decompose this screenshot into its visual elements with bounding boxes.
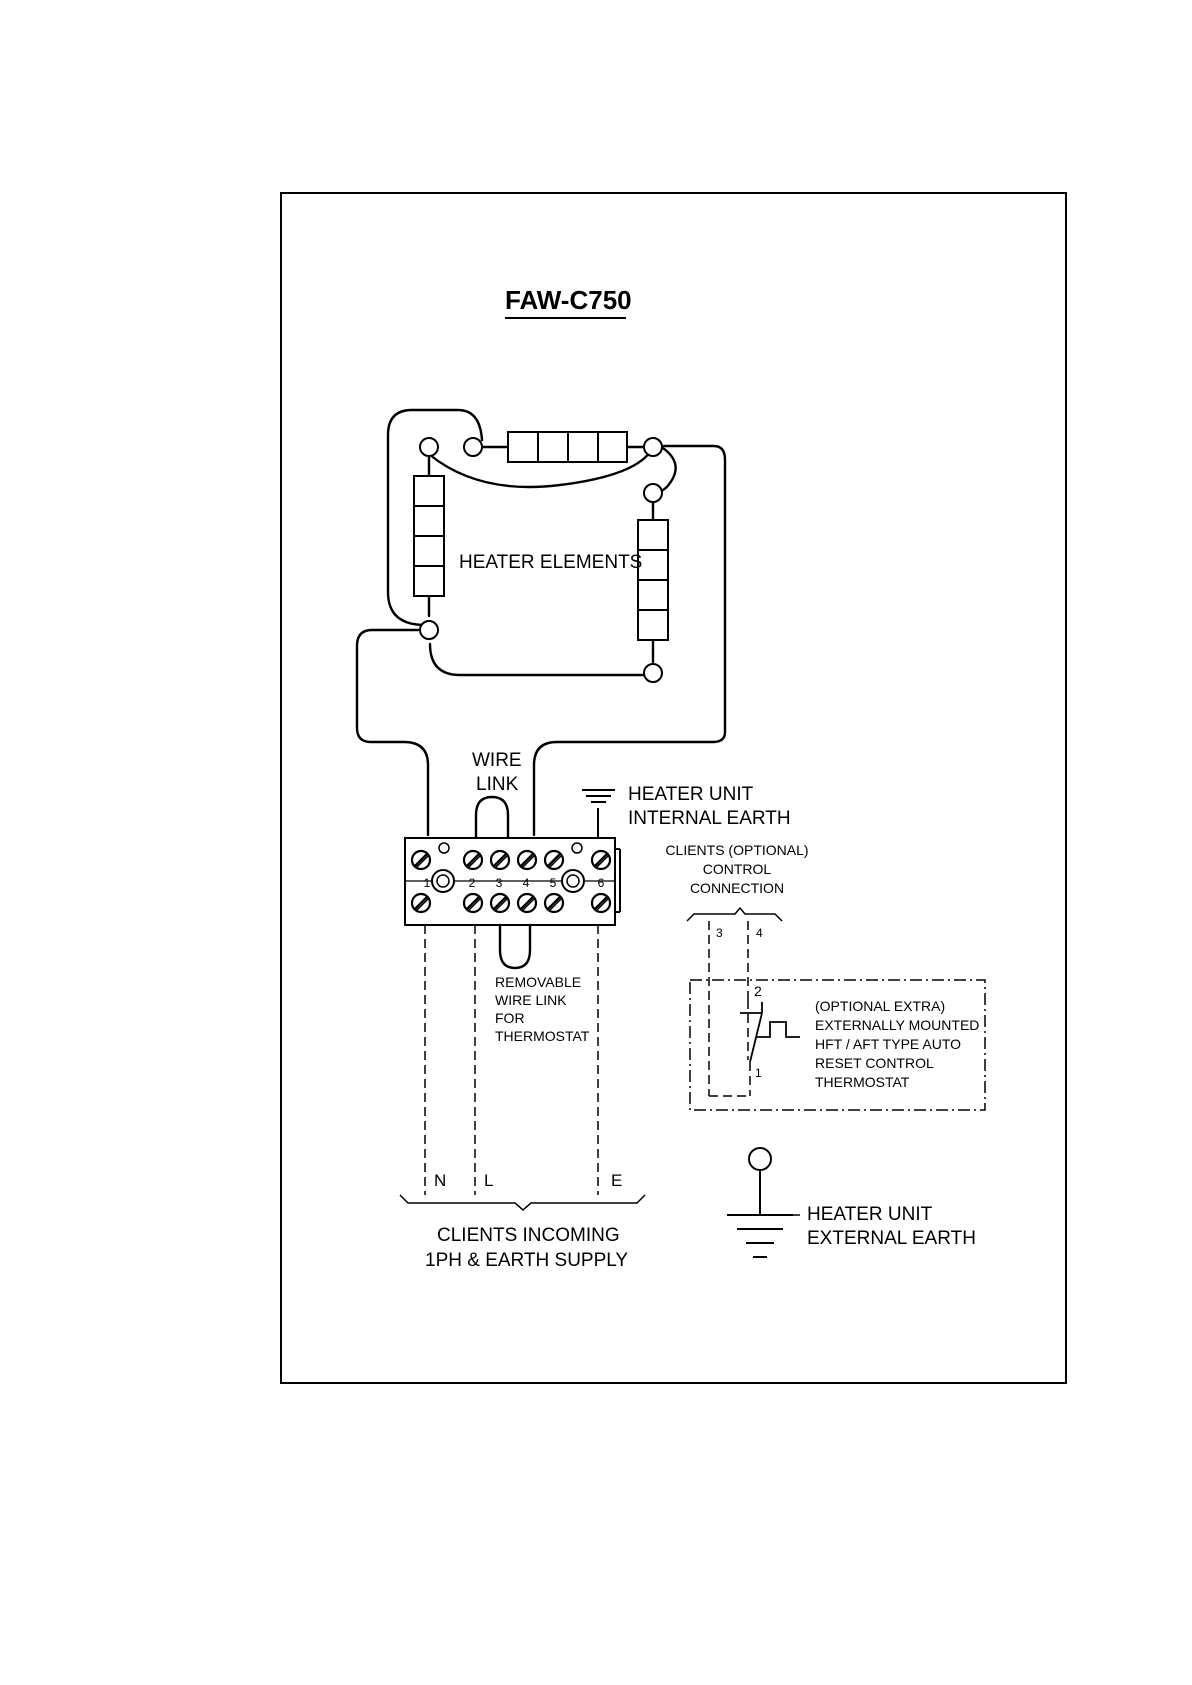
internal-earth-label: INTERNAL EARTH bbox=[628, 808, 791, 829]
wire-link-label: LINK bbox=[476, 774, 519, 795]
external-earth-symbol bbox=[727, 1147, 793, 1258]
element-node bbox=[643, 663, 663, 683]
thermostat-switch bbox=[709, 1000, 800, 1097]
wire-link-loop bbox=[474, 795, 510, 840]
thermostat-contact-label: 2 bbox=[754, 983, 762, 999]
heater-element-left bbox=[413, 475, 445, 597]
element-node bbox=[419, 437, 439, 457]
terminal-numbers: 1 2 3 4 5 6 bbox=[424, 876, 605, 890]
control-connection-label: CONNECTION bbox=[690, 880, 784, 896]
internal-earth-label: HEATER UNIT bbox=[628, 784, 754, 805]
terminal-screws bbox=[410, 849, 612, 914]
wire-outer-left bbox=[386, 408, 484, 627]
element-node bbox=[643, 437, 663, 457]
terminal-number: 6 bbox=[598, 876, 605, 890]
external-earth-label: EXTERNAL EARTH bbox=[807, 1228, 976, 1249]
supply-wire-label: L bbox=[484, 1171, 493, 1190]
terminal-number: 5 bbox=[550, 876, 557, 890]
terminal-number: 1 bbox=[424, 876, 431, 890]
terminal-number: 2 bbox=[469, 876, 476, 890]
thermostat-label: THERMOSTAT bbox=[815, 1074, 910, 1090]
control-connection-label: CLIENTS (OPTIONAL) bbox=[665, 842, 808, 858]
removable-link-label: WIRE LINK bbox=[495, 992, 567, 1008]
heater-element-top bbox=[507, 431, 628, 463]
thermostat-label: (OPTIONAL EXTRA) bbox=[815, 998, 945, 1014]
terminal-screw bbox=[410, 892, 432, 914]
diagram-frame bbox=[280, 192, 1067, 1384]
control-terminal-label: 3 bbox=[716, 926, 723, 940]
heater-elements-label: HEATER ELEMENTS bbox=[459, 552, 642, 573]
thermostat-label: EXTERNALLY MOUNTED bbox=[815, 1017, 979, 1033]
supply-label: 1PH & EARTH SUPPLY bbox=[425, 1250, 628, 1271]
thermostat-box bbox=[689, 979, 986, 1111]
terminal-screw bbox=[590, 849, 612, 871]
terminal-screw bbox=[462, 892, 484, 914]
thermostat-label: RESET CONTROL bbox=[815, 1055, 934, 1071]
terminal-screw bbox=[489, 849, 511, 871]
element-node bbox=[419, 620, 439, 640]
element-node bbox=[643, 483, 663, 503]
internal-earth-symbol bbox=[582, 789, 615, 838]
terminal-screw bbox=[516, 892, 538, 914]
wire-lower-loop bbox=[428, 642, 647, 677]
terminal-screw bbox=[462, 849, 484, 871]
removable-link-label: THERMOSTAT bbox=[495, 1028, 590, 1044]
thermostat-contact-label: 1 bbox=[755, 1066, 762, 1080]
element-node bbox=[463, 437, 483, 457]
terminal-screw bbox=[410, 849, 432, 871]
terminal-screw bbox=[590, 892, 612, 914]
terminal-screw bbox=[543, 892, 565, 914]
wire-inner-arc bbox=[428, 445, 655, 489]
wire-outer-bottom-left bbox=[355, 628, 430, 837]
diagram-title: FAW-C750 bbox=[505, 285, 632, 315]
removable-link-label: FOR bbox=[495, 1010, 525, 1026]
wire-link-label: WIRE bbox=[472, 750, 522, 771]
control-connection-brace bbox=[686, 906, 783, 922]
removable-link-label: REMOVABLE bbox=[495, 974, 581, 990]
supply-wire-label: E bbox=[611, 1171, 622, 1190]
terminal-block bbox=[404, 837, 621, 926]
control-connection-label: CONTROL bbox=[703, 861, 772, 877]
removable-wire-link bbox=[498, 923, 532, 970]
control-terminal-label: 4 bbox=[756, 926, 763, 940]
terminal-screw bbox=[543, 849, 565, 871]
supply-brace bbox=[399, 1194, 646, 1211]
wire-outer-right bbox=[532, 444, 727, 837]
supply-wire-label: N bbox=[434, 1171, 446, 1190]
external-earth-label: HEATER UNIT bbox=[807, 1204, 933, 1225]
terminal-number: 3 bbox=[496, 876, 503, 890]
terminal-number: 4 bbox=[523, 876, 530, 890]
thermostat-label: HFT / AFT TYPE AUTO bbox=[815, 1036, 961, 1052]
terminal-screw bbox=[516, 849, 538, 871]
terminal-screw bbox=[489, 892, 511, 914]
supply-label: CLIENTS INCOMING bbox=[437, 1225, 620, 1246]
heater-element-right bbox=[637, 519, 669, 641]
